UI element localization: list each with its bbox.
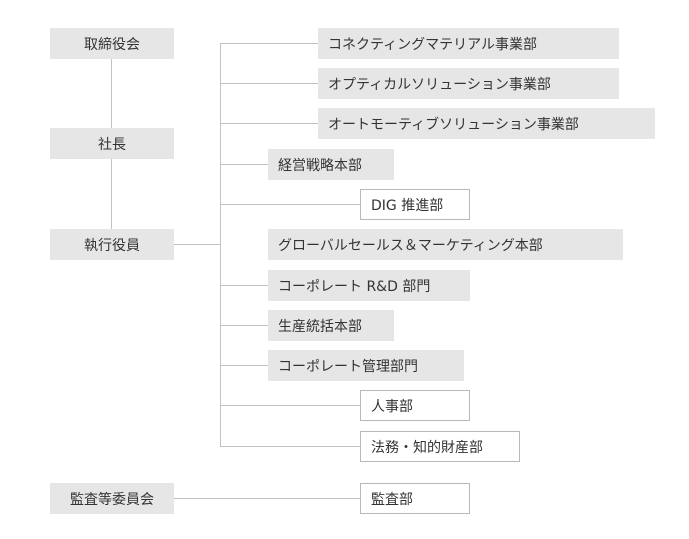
legal-ip-box: 法務・知的財産部 [360,431,520,462]
executive-branch-connector [174,244,220,245]
branch-connector-2 [220,83,318,84]
automotive-solutions-division-box: オートモーティブソリューション事業部 [318,108,655,139]
corporate-strategy-box: 経営戦略本部 [268,149,394,180]
human-resources-box: 人事部 [360,390,470,421]
branch-connector-5 [220,204,360,205]
president-box: 社長 [50,128,174,159]
audit-connector [174,498,360,499]
president-executive-connector [111,159,112,229]
optical-solutions-division-box: オプティカルソリューション事業部 [318,68,619,99]
board-president-connector [111,58,112,128]
branch-connector-10 [220,405,360,406]
production-headquarters-box: 生産統括本部 [268,310,394,341]
dig-promotion-box: DIG 推進部 [360,189,470,220]
branch-connector-11 [220,446,360,447]
executive-officers-box: 執行役員 [50,229,174,260]
global-sales-marketing-box: グローバルセールス＆マーケティング本部 [268,229,623,260]
branch-connector-4 [220,164,268,165]
audit-committee-box: 監査等委員会 [50,483,174,514]
branch-connector-9 [220,365,268,366]
audit-department-box: 監査部 [360,483,470,514]
departments-vertical-trunk [220,43,221,446]
branch-connector-3 [220,123,318,124]
board-of-directors-box: 取締役会 [50,28,174,59]
branch-connector-7 [220,285,268,286]
corporate-rd-box: コーポレート R&D 部門 [268,270,470,301]
branch-connector-8 [220,325,268,326]
corporate-administration-box: コーポレート管理部門 [268,350,464,381]
branch-connector-1 [220,43,318,44]
connecting-materials-division-box: コネクティングマテリアル事業部 [318,28,619,59]
